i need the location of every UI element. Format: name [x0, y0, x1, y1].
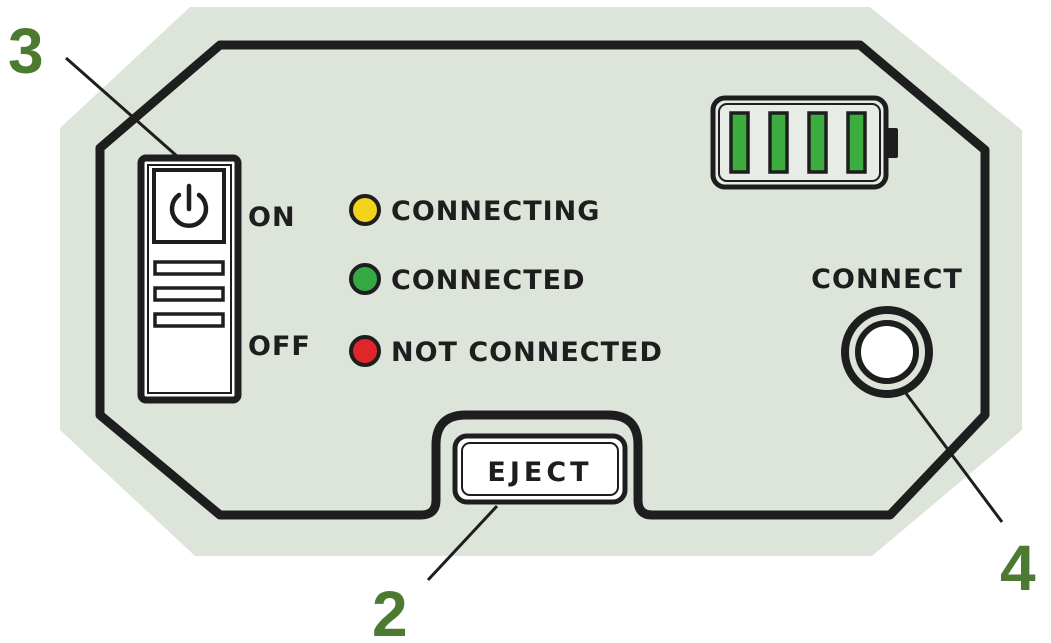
switch-grip-line: [153, 312, 225, 328]
callout-line-connect: [903, 391, 1004, 523]
callout-line-power: [65, 56, 179, 159]
power-switch-inner: [147, 164, 232, 394]
panel-outline: [95, 40, 990, 520]
connect-button[interactable]: [841, 306, 933, 398]
status-dot-not-connected: [349, 335, 381, 367]
battery-indicator: [710, 95, 898, 190]
switch-off-label: OFF: [248, 331, 311, 362]
battery-inner: [718, 103, 881, 182]
battery-terminal: [886, 128, 898, 158]
battery-bar: [729, 111, 750, 174]
callout-line-eject: [426, 504, 499, 582]
status-legend: CONNECTING CONNECTED NOT CONNECTED: [349, 194, 663, 368]
status-label-connecting: CONNECTING: [391, 196, 600, 227]
status-label-connected: CONNECTED: [391, 265, 586, 296]
battery-bar: [846, 111, 867, 174]
switch-grip-line: [153, 286, 225, 302]
switch-on-label: ON: [248, 202, 296, 233]
battery-bar: [768, 111, 789, 174]
callout-number-connect: 4: [1000, 532, 1036, 604]
switch-grip-line: [153, 260, 225, 276]
callout-number-power: 3: [8, 15, 44, 87]
status-dot-connected: [349, 263, 381, 295]
status-label-not-connected: NOT CONNECTED: [391, 337, 663, 368]
eject-button[interactable]: EJECT: [452, 433, 628, 505]
power-switch[interactable]: [137, 154, 242, 404]
status-dot-connecting: [349, 194, 381, 226]
eject-label: EJECT: [487, 457, 592, 488]
callout-number-eject: 2: [372, 578, 408, 643]
connect-label: CONNECT: [811, 264, 963, 295]
battery-bar: [807, 111, 828, 174]
power-icon: [152, 168, 226, 244]
